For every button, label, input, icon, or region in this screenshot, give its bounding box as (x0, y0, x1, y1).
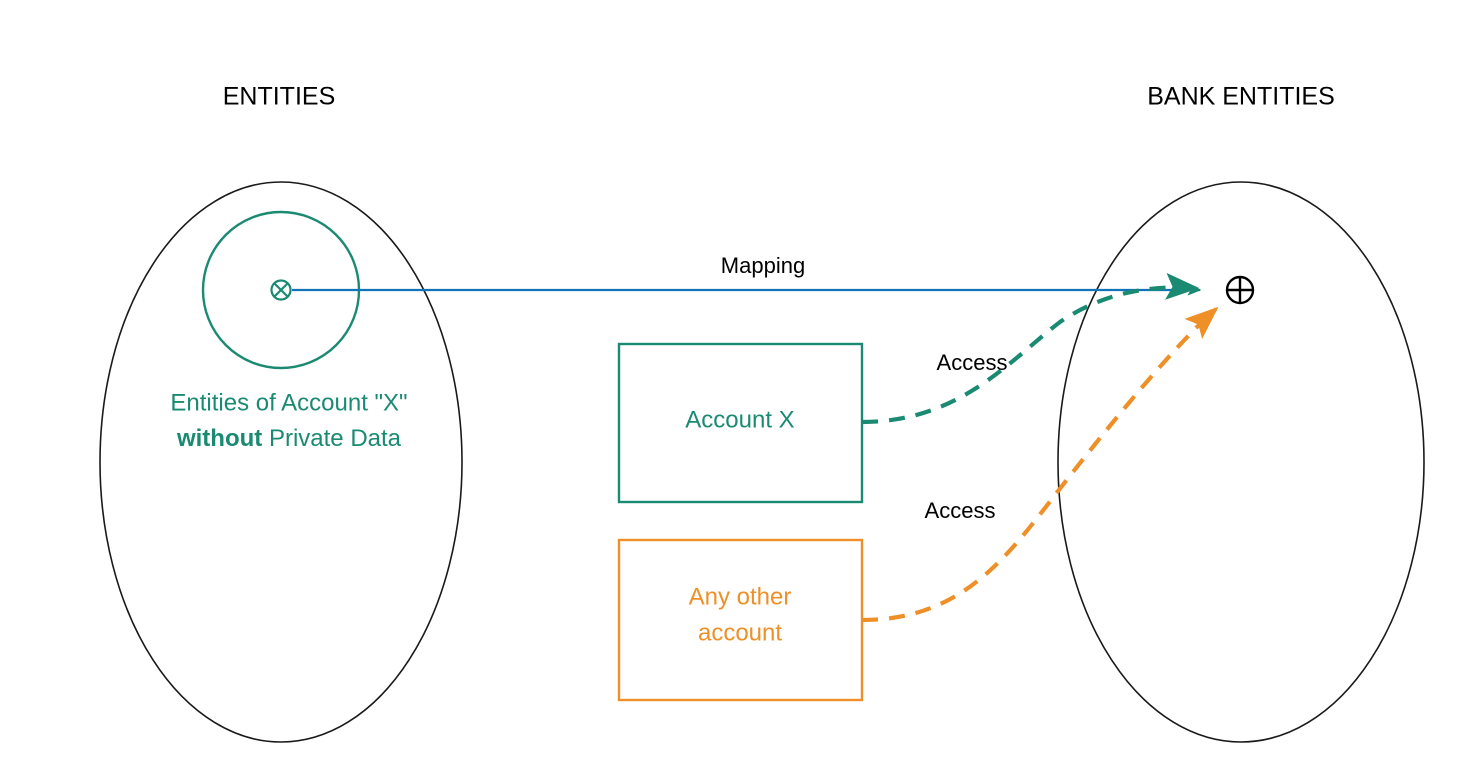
entities-caption-rest: Private Data (262, 425, 401, 452)
column-header-bank-entities: BANK ENTITIES (1147, 83, 1335, 111)
access-edge-orange-label: Access (925, 498, 996, 523)
entities-caption-bold: without (176, 425, 262, 452)
circle-plus-icon (1225, 275, 1255, 305)
column-header-entities: ENTITIES (223, 83, 336, 111)
entities-caption-line-2: without Private Data (176, 425, 402, 452)
any-other-account-label-line-2: account (698, 619, 782, 646)
bank-entities-ellipse[interactable] (1057, 181, 1425, 743)
account-x-box[interactable] (617, 342, 864, 504)
entities-ellipse[interactable] (99, 181, 463, 743)
entities-ellipse-group[interactable] (99, 181, 463, 743)
entities-caption-line-1: Entities of Account "X" (170, 389, 407, 416)
account-x-label: Account X (685, 406, 794, 433)
any-other-account-label-line-1: Any other (689, 583, 792, 610)
access-edge-teal[interactable] (861, 272, 1200, 425)
access-edge-teal-label: Access (937, 350, 1008, 375)
circle-times-icon (270, 279, 292, 301)
any-other-account-box[interactable] (617, 538, 864, 702)
mapping-edge-label: Mapping (721, 253, 805, 278)
bank-entities-ellipse-group[interactable] (1057, 181, 1425, 743)
